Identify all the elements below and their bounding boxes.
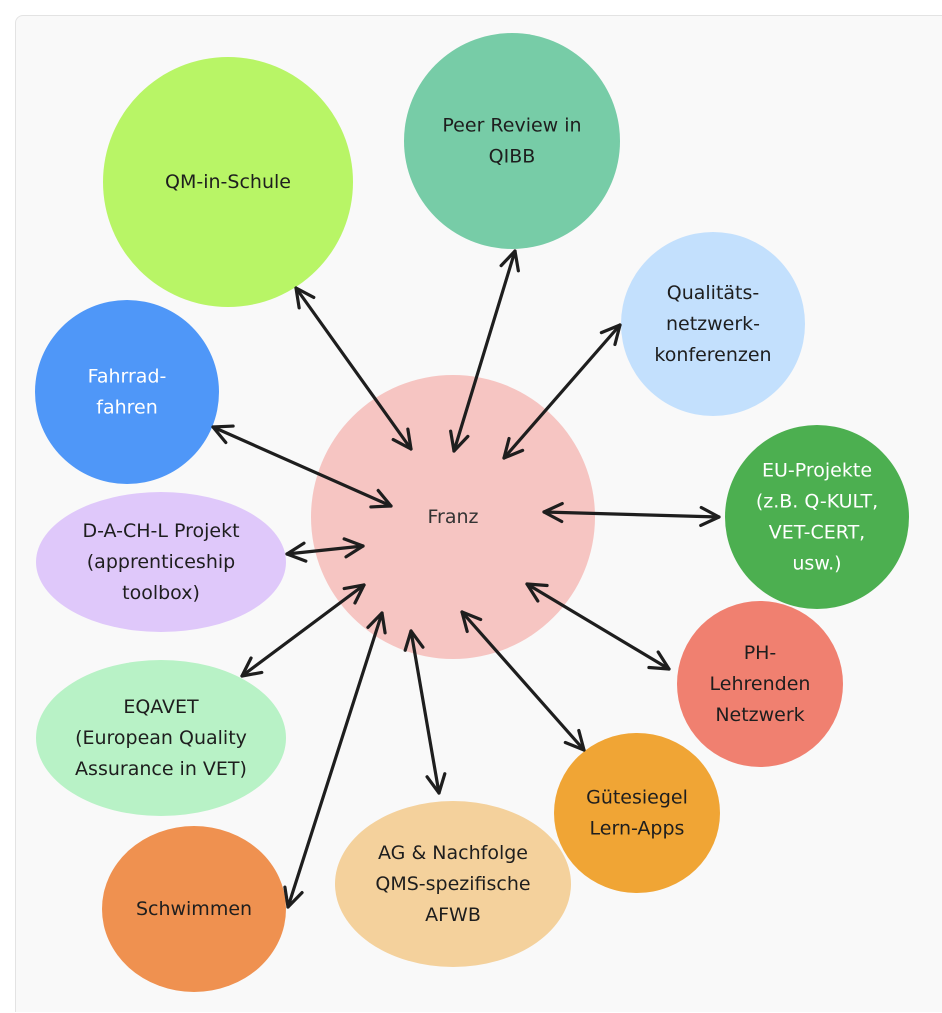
- center-franz-node: Franz: [311, 375, 595, 659]
- arrow-dachl: [285, 537, 365, 563]
- eqavet-label: Assurance in VET): [75, 758, 247, 780]
- qm-in-schule-node: QM-in-Schule: [103, 57, 353, 307]
- ag-nachfolge-label: AFWB: [425, 904, 481, 926]
- guetesiegel-label: Lern-Apps: [590, 818, 685, 840]
- dachl-label: (apprenticeship: [87, 551, 235, 573]
- qm-in-schule-shape: [103, 57, 353, 307]
- ph-lehrenden-label: Lehrenden: [710, 673, 811, 695]
- center-franz-label: Franz: [427, 506, 478, 528]
- qm-in-schule-label: QM-in-Schule: [165, 171, 291, 193]
- eu-projekte-node: EU-Projekte (z.B. Q-KULT, VET-CERT, usw.): [725, 425, 909, 609]
- eu-projekte-label: EU-Projekte: [762, 460, 872, 482]
- fahrrad-label: Fahrrad-: [88, 366, 167, 388]
- diagram-canvas: Franz QM-in-Schule Peer Review in QIBB Quali…: [15, 15, 942, 1012]
- fahrrad-node: Fahrrad-fahren: [35, 300, 219, 484]
- peer-review-label: Peer Review in: [442, 115, 581, 137]
- ag-nachfolge-label: QMS-spezifische: [375, 873, 530, 895]
- arrow-ph-lehrenden: [525, 582, 671, 671]
- dachl-label: toolbox): [122, 582, 200, 604]
- guetesiegel-shape: [554, 733, 720, 893]
- arrow-eu-projekte: [542, 501, 721, 528]
- arrow-qm-in-schule: [294, 286, 413, 451]
- dachl-label: D-A-CH-L Projekt: [82, 520, 239, 542]
- qualitaetsnetzwerk-label: netzwerk-: [666, 313, 760, 335]
- peer-review-node: Peer Review in QIBB: [404, 33, 620, 249]
- schwimmen-node: Schwimmen: [102, 826, 286, 992]
- eu-projekte-label: (z.B. Q-KULT,: [756, 491, 878, 513]
- ph-lehrenden-label: Netzwerk: [715, 704, 804, 726]
- dachl-shape: [36, 492, 286, 632]
- eqavet-shape: [36, 660, 286, 816]
- arrow-ag-nachfolge: [403, 629, 447, 795]
- mind-map: Franz QM-in-Schule Peer Review in QIBB Quali…: [35, 33, 909, 992]
- eu-projekte-label: VET-CERT,: [769, 522, 865, 544]
- fahrrad-label: fahren: [96, 397, 158, 419]
- qualitaetsnetzwerk-label: Qualitäts-: [667, 282, 760, 304]
- ag-nachfolge-label: AG & Nachfolge: [378, 842, 528, 864]
- schwimmen-shape: [102, 826, 286, 992]
- arrow-schwimmen: [283, 611, 387, 909]
- eu-projekte-label: usw.): [792, 553, 841, 575]
- arrow-guetesiegel: [460, 610, 586, 752]
- peer-review-shape: [404, 33, 620, 249]
- center-franz-shape: [311, 375, 595, 659]
- arrow-fahrrad: [211, 424, 393, 509]
- ag-nachfolge-shape: [335, 801, 571, 967]
- ph-lehrenden-label: PH-: [744, 642, 777, 664]
- fahrrad-shape: [35, 300, 219, 484]
- ph-lehrenden-shape: [677, 601, 843, 767]
- arrow-qualitaetsnetzwerk: [502, 323, 622, 460]
- eu-projekte-shape: [725, 425, 909, 609]
- qualitaetsnetzwerk-node: Qualitäts-netzwerk-konferenzen: [621, 232, 805, 416]
- dachl-node: D-A-CH-L Projekt (apprenticeship toolbox): [36, 492, 286, 632]
- eqavet-label: (European Quality: [75, 727, 247, 749]
- peer-review-label: QIBB: [489, 146, 536, 168]
- guetesiegel-label: Gütesiegel: [586, 787, 688, 809]
- eqavet-label: EQAVET: [123, 696, 199, 718]
- schwimmen-label: Schwimmen: [136, 898, 252, 920]
- qualitaetsnetzwerk-label: konferenzen: [654, 344, 771, 366]
- qualitaetsnetzwerk-shape: [621, 232, 805, 416]
- arrow-eqavet: [240, 583, 366, 678]
- arrow-peer-review: [449, 249, 520, 453]
